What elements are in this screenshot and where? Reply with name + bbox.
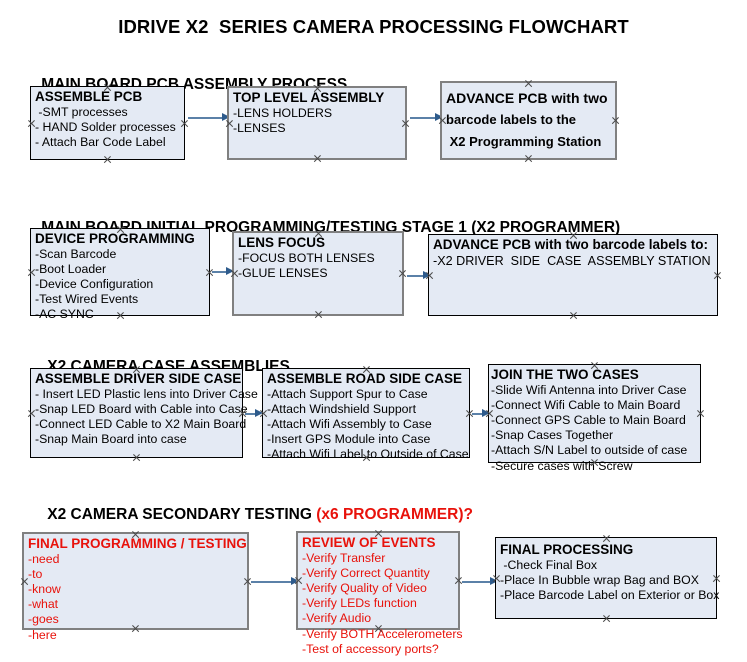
- box-line: -know: [28, 581, 61, 596]
- resize-handle-bottom[interactable]: [103, 155, 112, 164]
- box-line: -goes: [28, 612, 59, 627]
- box-line: -Insert GPS Module into Case: [267, 432, 431, 447]
- box-line: -Slide Wifi Antenna into Driver Case: [491, 382, 687, 397]
- box-line: barcode labels to the: [446, 112, 577, 127]
- box-line: -FOCUS BOTH LENSES: [238, 250, 375, 265]
- box-line: X2 Programming Station: [446, 134, 602, 149]
- connector-4-1: [251, 581, 295, 583]
- box-review-of-events[interactable]: REVIEW OF EVENTS -Verify Transfer -Verif…: [296, 531, 463, 656]
- connector-arrow-1-2: [435, 113, 443, 121]
- box-line: -Connect GPS Cable to Main Board: [491, 412, 686, 427]
- box-line: -Boot Loader: [35, 261, 107, 276]
- resize-handle-bottom[interactable]: [313, 154, 322, 163]
- connector-4-2: [462, 581, 494, 583]
- box-title: LENS FOCUS: [238, 235, 326, 250]
- connector-arrow-4-1: [291, 577, 299, 585]
- box-assemble-driver-side-case[interactable]: ASSEMBLE DRIVER SIDE CASE - Insert LED P…: [30, 368, 258, 458]
- connector-arrow-1-1: [222, 113, 230, 121]
- resize-handle-bottom[interactable]: [602, 614, 611, 623]
- box-line: -Place Barcode Label on Exterior or Box: [500, 587, 720, 602]
- box-line-overflow: -Test of accessory ports?: [302, 641, 439, 656]
- box-line: -Connect LED Cable to X2 Main Board: [35, 416, 247, 431]
- box-line: -LENS HOLDERS: [233, 105, 333, 120]
- box-line: -AC SYNC: [35, 307, 94, 322]
- box-title: REVIEW OF EVENTS: [302, 535, 436, 550]
- box-line: -need: [28, 551, 60, 566]
- box-title: ASSEMBLE ROAD SIDE CASE: [267, 371, 463, 386]
- connector-2-2: [407, 275, 427, 277]
- connector-1-2: [410, 117, 438, 119]
- connector-arrow-3-2: [482, 409, 490, 417]
- section-heading-4-text: X2 CAMERA SECONDARY TESTING: [47, 506, 317, 523]
- box-title: ASSEMBLE PCB: [35, 89, 143, 104]
- resize-handle-bottom[interactable]: [524, 154, 533, 163]
- box-line: - Attach Bar Code Label: [35, 134, 166, 149]
- box-line: - Insert LED Plastic lens into Driver Ca…: [35, 386, 258, 401]
- connector-arrow-2-1: [226, 267, 234, 275]
- resize-handle-bottom[interactable]: [132, 453, 141, 462]
- box-line: -SMT processes: [35, 104, 128, 119]
- box-line: -Connect Wifi Cable to Main Board: [491, 397, 681, 412]
- box-lens-focus[interactable]: LENS FOCUS -FOCUS BOTH LENSES -GLUE LENS…: [232, 231, 404, 316]
- box-title: ASSEMBLE DRIVER SIDE CASE: [35, 371, 242, 386]
- connector-2-1: [212, 271, 230, 273]
- connector-3-2: [472, 413, 486, 415]
- box-final-processing[interactable]: FINAL PROCESSING -Check Final Box -Place…: [495, 537, 720, 619]
- connector-arrow-4-2: [490, 577, 498, 585]
- box-line: -Attach Wifi Assembly to Case: [267, 416, 432, 431]
- box-assemble-pcb[interactable]: ASSEMBLE PCB -SMT processes - HAND Solde…: [30, 86, 185, 160]
- box-line: -Verify LEDs function: [302, 596, 417, 611]
- resize-handle-right[interactable]: [713, 271, 722, 280]
- box-line: -Verify Quality of Video: [302, 580, 427, 595]
- box-line: -to: [28, 566, 43, 581]
- box-title: FINAL PROCESSING: [500, 542, 634, 557]
- box-advance-pcb-programming-station[interactable]: ADVANCE PCB with two barcode labels to t…: [440, 81, 617, 160]
- box-line: -Device Configuration: [35, 276, 154, 291]
- box-title: ADVANCE PCB with two: [446, 90, 608, 106]
- box-line: -Attach S/N Label to outside of case: [491, 443, 688, 458]
- box-title: DEVICE PROGRAMMING: [35, 231, 195, 246]
- resize-handle-bottom[interactable]: [314, 310, 323, 319]
- box-line: -Attach Wifi Label to Outside of Case: [267, 447, 469, 462]
- box-line: -X2 DRIVER SIDE CASE ASSEMBLY STATION: [433, 253, 711, 268]
- box-line: -Test Wired Events: [35, 292, 139, 307]
- box-line: -LENSES: [233, 120, 286, 135]
- box-line: -Verify Correct Quantity: [302, 565, 430, 580]
- box-line: -Verify BOTH Accelerometers: [302, 626, 463, 641]
- box-line: -Snap Cases Together: [491, 428, 614, 443]
- box-title: TOP LEVEL ASSEMBLY: [233, 90, 385, 105]
- box-title: ADVANCE PCB with two barcode labels to:: [433, 237, 709, 252]
- section-heading-4-accent: (x6 PROGRAMMER)?: [316, 506, 473, 523]
- box-line: -Place In Bubble wrap Bag and BOX: [500, 572, 699, 587]
- box-line: -GLUE LENSES: [238, 265, 328, 280]
- box-device-programming[interactable]: DEVICE PROGRAMMING -Scan Barcode -Boot L…: [30, 228, 210, 321]
- box-assemble-road-side-case[interactable]: ASSEMBLE ROAD SIDE CASE -Attach Support …: [262, 368, 470, 461]
- box-top-level-assembly[interactable]: TOP LEVEL ASSEMBLY -LENS HOLDERS -LENSES: [227, 86, 407, 160]
- box-title: FINAL PROGRAMMING / TESTING: [28, 536, 247, 551]
- box-line: -what: [28, 597, 59, 612]
- box-line: -Attach Support Spur to Case: [267, 386, 428, 401]
- page-title: IDRIVE X2 SERIES CAMERA PROCESSING FLOWC…: [118, 16, 629, 37]
- box-line: -Secure cases with Screw: [491, 458, 633, 473]
- box-line: -Scan Barcode: [35, 246, 117, 261]
- box-line: -Check Final Box: [500, 557, 598, 572]
- connector-arrow-3-1: [255, 409, 263, 417]
- box-advance-pcb-driver-side[interactable]: ADVANCE PCB with two barcode labels to: …: [428, 234, 718, 316]
- box-line: -Snap Main Board into case: [35, 432, 187, 447]
- section-heading-4: X2 CAMERA SECONDARY TESTING (x6 PROGRAMM…: [30, 488, 473, 542]
- connector-3-1: [245, 413, 259, 415]
- box-line: -here: [28, 627, 57, 642]
- connector-arrow-2-2: [423, 271, 431, 279]
- box-line: -Snap LED Board with Cable into Case: [35, 401, 248, 416]
- box-join-the-two-cases[interactable]: JOIN THE TWO CASES -Slide Wifi Antenna i…: [488, 364, 701, 473]
- connector-1-1: [188, 117, 224, 119]
- box-final-programming-testing[interactable]: FINAL PROGRAMMING / TESTING -need -to -k…: [22, 532, 249, 642]
- box-line: - HAND Solder processes: [35, 119, 176, 134]
- box-line: -Attach Windshield Support: [267, 401, 417, 416]
- box-line: -Verify Transfer: [302, 550, 386, 565]
- box-title: JOIN THE TWO CASES: [491, 367, 639, 382]
- resize-handle-bottom[interactable]: [569, 311, 578, 320]
- box-line: -Verify Audio: [302, 611, 372, 626]
